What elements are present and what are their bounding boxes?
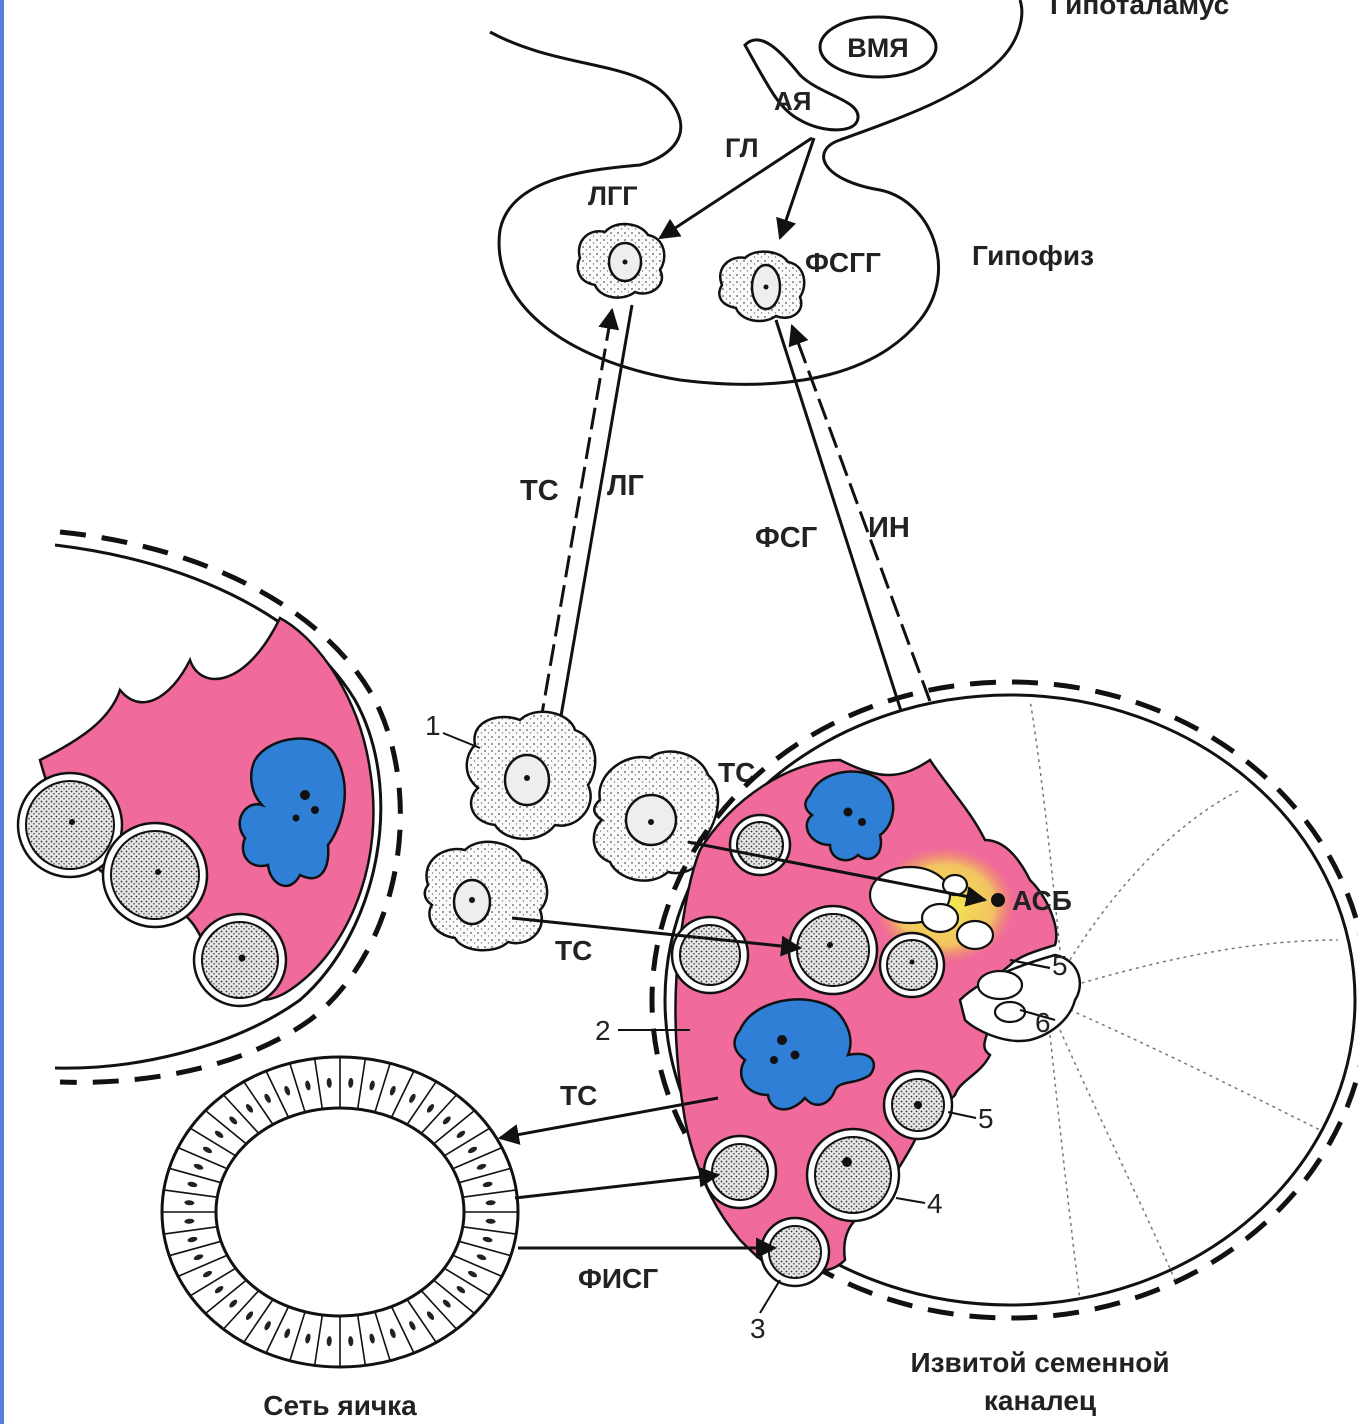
marker-3: 3 bbox=[750, 1313, 766, 1344]
fshg-cell bbox=[719, 252, 804, 321]
fshg-label: ФСГГ bbox=[805, 247, 881, 278]
fisg-label: ФИСГ bbox=[578, 1263, 658, 1294]
pituitary-label: Гипофиз bbox=[972, 240, 1094, 271]
tubule-germ-cell-b bbox=[789, 906, 877, 994]
tubule-label-line1: Извитой семенной bbox=[910, 1347, 1169, 1378]
marker-5-upper: 5 bbox=[1052, 950, 1068, 981]
tubule-germ-cell-c bbox=[880, 933, 944, 997]
marker-4: 4 bbox=[927, 1188, 943, 1219]
lhg-cell bbox=[578, 224, 664, 298]
fsh-label: ФСГ bbox=[755, 522, 817, 554]
marker-1: 1 bbox=[425, 710, 441, 741]
left-germ-cell-c bbox=[194, 914, 286, 1006]
inhibin-label: ИН bbox=[868, 512, 910, 544]
gl-label: ГЛ bbox=[725, 133, 759, 163]
tubule-label-line2: каналец bbox=[984, 1385, 1096, 1416]
left-tubule-segment bbox=[18, 532, 400, 1082]
tubule-germ-cell-h bbox=[761, 1218, 829, 1286]
ts-label-low: ТС bbox=[560, 1080, 597, 1111]
marker-5-lower: 5 bbox=[978, 1103, 994, 1134]
tubule-germ-cell-f bbox=[807, 1129, 899, 1221]
marker-2: 2 bbox=[595, 1015, 611, 1046]
lh-arrow bbox=[556, 305, 632, 745]
arcuate-nucleus-label: АЯ bbox=[774, 86, 811, 116]
tubule-germ-cell-d bbox=[730, 815, 790, 875]
seminiferous-tubule bbox=[652, 682, 1358, 1318]
lh-label: ЛГ bbox=[607, 470, 644, 502]
leydig-cell-3 bbox=[425, 842, 547, 950]
hypothalamus-region bbox=[490, 0, 1022, 384]
marker-3-leader bbox=[760, 1280, 780, 1313]
abp-label: АСБ bbox=[1012, 885, 1072, 916]
leydig-cell-1 bbox=[467, 712, 595, 839]
rete-testis bbox=[162, 1057, 518, 1367]
marker-6: 6 bbox=[1035, 1007, 1051, 1038]
ts-feedback-label: ТС bbox=[520, 475, 559, 507]
testosterone-feedback-arrow bbox=[540, 310, 612, 725]
hypothalamus-label: Гипоталамус bbox=[1050, 0, 1229, 20]
left-germ-cell-b bbox=[103, 823, 207, 927]
tubule-germ-cell-a bbox=[672, 917, 748, 993]
abp-dot bbox=[991, 893, 1005, 907]
ts-label-mid: ТС bbox=[555, 935, 592, 966]
rete-testis-label: Сеть яичка bbox=[263, 1390, 417, 1421]
rete-arrow-to-germ-cell bbox=[515, 1175, 718, 1198]
gnrh-arrow-to-fshg bbox=[780, 138, 814, 238]
lhg-label: ЛГГ bbox=[588, 181, 638, 211]
tubule-germ-cell-e bbox=[884, 1071, 952, 1139]
vmn-label: ВМЯ bbox=[847, 33, 908, 63]
tubule-germ-cell-g bbox=[704, 1136, 776, 1208]
